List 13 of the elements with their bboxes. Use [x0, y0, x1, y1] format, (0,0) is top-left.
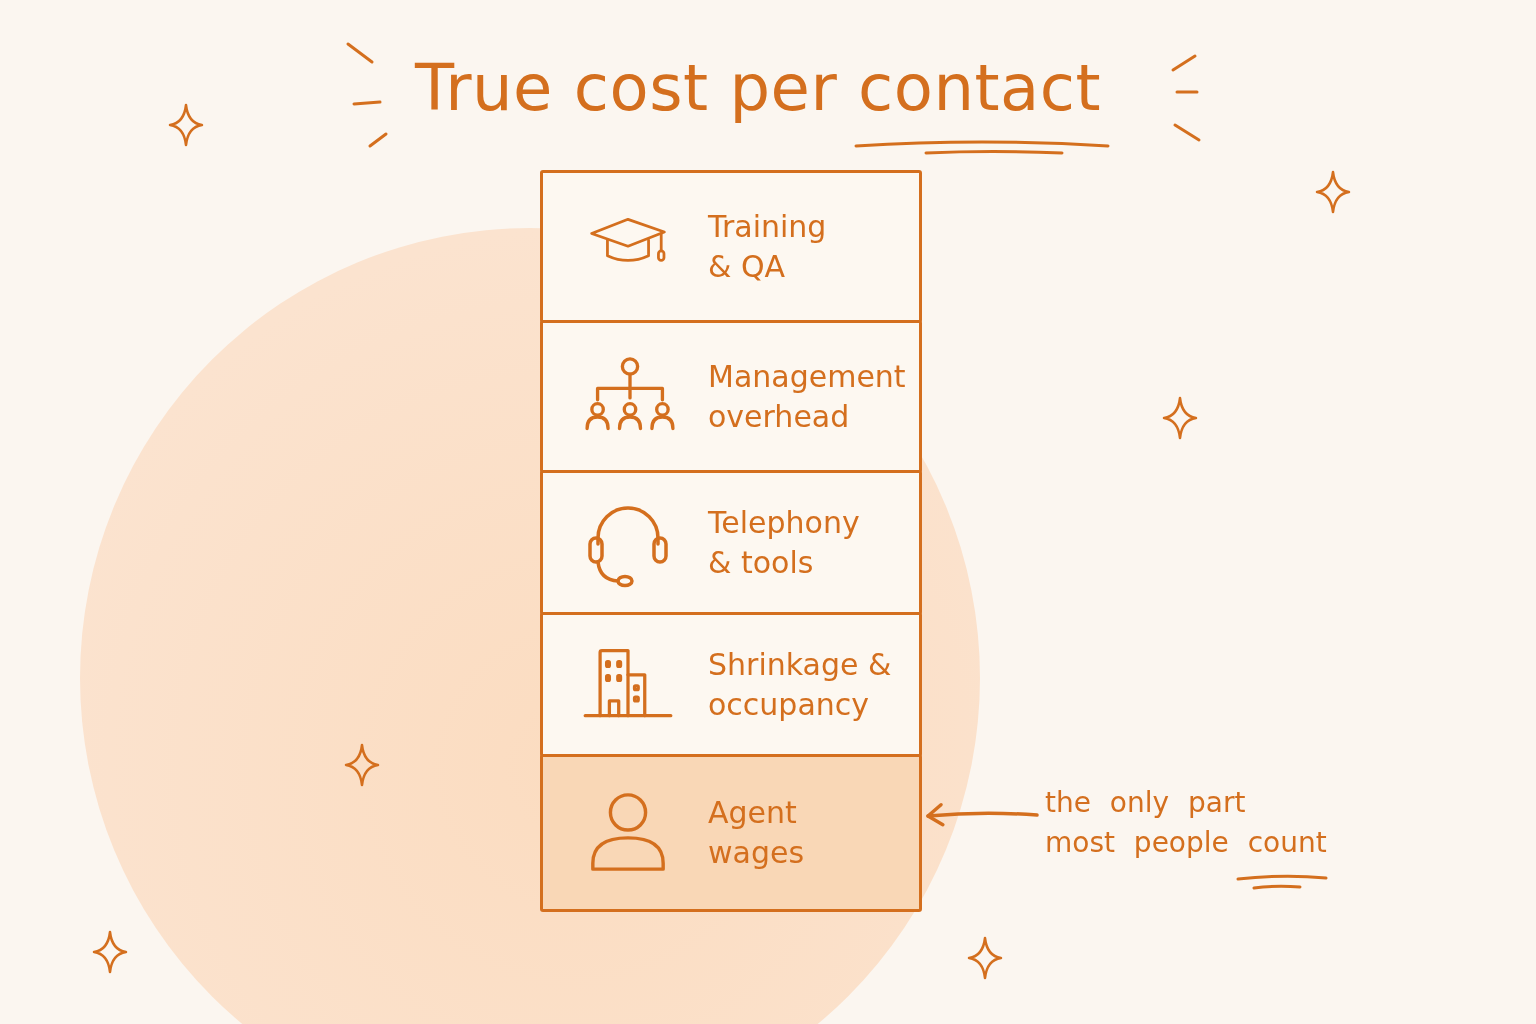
title: True cost per contact [415, 50, 1102, 126]
layer-label: Shrinkage & occupancy [708, 645, 893, 724]
layer-label: Agent wages [708, 794, 806, 872]
layer-label: Telephony & tools [708, 503, 861, 582]
cost-layer-box [540, 170, 922, 323]
cost-layer-box [540, 470, 922, 615]
annotation-text: the only part most people count [1045, 783, 1331, 863]
layer-label: Training & QA [708, 207, 828, 286]
layer-label: Management overhead [708, 357, 907, 436]
arrow [926, 803, 1039, 827]
cost-layer-box [540, 320, 922, 473]
cost-layer-box [540, 612, 922, 757]
highlighted-cost-layer [540, 754, 922, 912]
